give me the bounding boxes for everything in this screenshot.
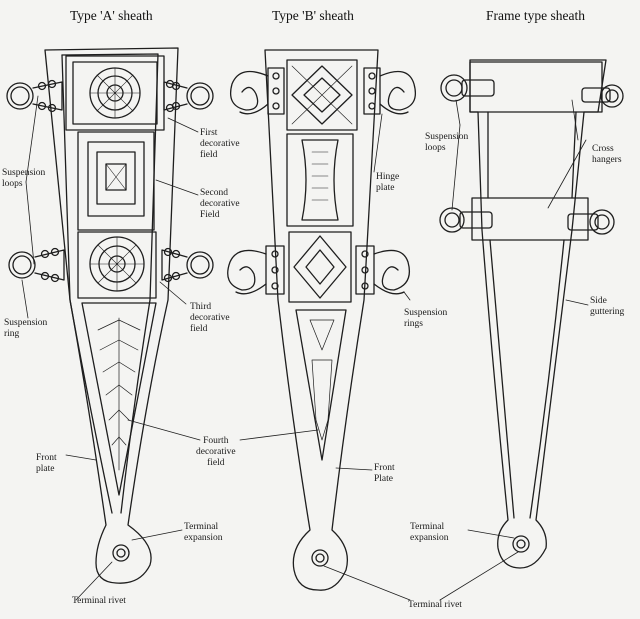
label-suspension-loops-frame: Suspension loops xyxy=(425,132,469,153)
type-b-fourth-field xyxy=(295,309,347,461)
type-b-outline xyxy=(264,49,379,591)
frame-sheath xyxy=(439,59,624,569)
type-a-sheath xyxy=(6,47,214,584)
heading-frame: Frame type sheath xyxy=(486,8,585,23)
type-a-ring-upper-right xyxy=(186,82,214,110)
label-suspension-rings-b: Suspension rings xyxy=(404,308,448,329)
label-terminal-expansion-frame: Terminal expansion xyxy=(410,522,449,543)
type-a-terminal-rivet xyxy=(112,544,130,562)
type-b-first-field xyxy=(286,59,358,131)
type-b-hinge-plate-upper-left xyxy=(267,67,285,115)
type-a-ring-upper-left xyxy=(6,82,34,110)
type-b-ring-upper-right xyxy=(379,70,417,111)
type-b-third-field xyxy=(288,231,352,303)
type-b-second-field xyxy=(286,133,354,227)
leader-lines xyxy=(21,95,589,601)
label-terminal-expansion-a: Terminal expansion xyxy=(184,522,223,543)
frame-loop-upper-right xyxy=(600,84,624,108)
label-hinge-plate: Hinge plate xyxy=(376,172,400,193)
heading-type-b: Type 'B' sheath xyxy=(272,8,354,23)
label-second-field: Second decorative Field xyxy=(200,188,240,220)
type-b-ring-lower-left xyxy=(227,249,267,291)
label-first-field: First decorative field xyxy=(200,128,240,160)
frame-loop-upper-left xyxy=(440,74,468,102)
type-b-ring-lower-right xyxy=(373,249,411,291)
type-a-outline xyxy=(44,47,179,584)
label-third-field: Third decorative field xyxy=(190,302,230,334)
label-front-plate-a: Front plate xyxy=(36,453,57,474)
type-a-second-field xyxy=(77,131,155,231)
frame-outline xyxy=(469,59,607,569)
label-front-plate-b: Front Plate xyxy=(374,463,395,484)
label-side-guttering: Side guttering xyxy=(590,296,625,317)
label-terminal-rivet-a: Terminal rivet xyxy=(72,596,126,606)
frame-terminal-rivet xyxy=(512,535,530,553)
type-a-third-field xyxy=(77,231,157,299)
frame-top-band xyxy=(469,61,603,113)
label-cross-hangers: Cross hangers xyxy=(592,144,622,165)
heading-type-a: Type 'A' sheath xyxy=(70,8,153,23)
type-b-terminal-rivet xyxy=(311,549,329,567)
type-b-sheath xyxy=(227,49,417,591)
label-fourth-field: Fourth decorative field xyxy=(196,436,236,468)
label-suspension-loops-a: Suspension loops xyxy=(2,168,46,189)
type-b-ring-upper-left xyxy=(229,70,269,111)
frame-loop-lower-right xyxy=(589,209,615,235)
type-a-ring-lower-left xyxy=(8,251,36,279)
frame-middle-band xyxy=(471,197,589,241)
type-a-fourth-field xyxy=(81,302,157,496)
type-a-ring-lower-right xyxy=(186,251,214,279)
label-suspension-ring-a: Suspension ring xyxy=(4,318,48,339)
label-terminal-rivet-b: Terminal rivet xyxy=(408,600,462,610)
